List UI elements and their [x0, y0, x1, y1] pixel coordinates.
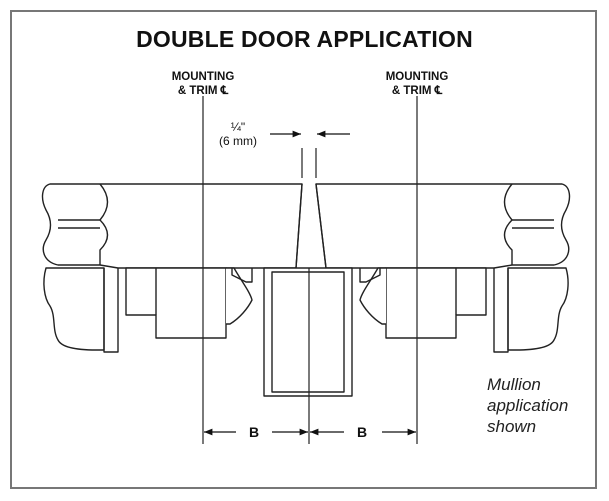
right-latch-wedge [359, 267, 386, 325]
diagram-title: DOUBLE DOOR APPLICATION [136, 26, 473, 52]
gap-metric: (6 mm) [219, 134, 257, 148]
left-latch-wedge [226, 267, 253, 325]
dim-b-right-label: B [357, 424, 368, 440]
right-centerline-label-line2: & TRIM ℄ [391, 85, 443, 97]
mullion-note-line3: shown [487, 417, 537, 436]
right-door-edge-detail [503, 183, 513, 265]
dim-b-left-label: B [249, 424, 260, 440]
right-trim [385, 267, 487, 339]
left-centerline-label-line2: & TRIM ℄ [177, 85, 229, 97]
left-centerline-label-line1: MOUNTING [171, 71, 235, 83]
right-lever [507, 267, 569, 351]
gap-dimension-label: ¼" (6 mm) [208, 120, 268, 148]
mullion-outer [263, 267, 353, 397]
left-centerline-label: MOUNTING & TRIM ℄ [148, 70, 258, 98]
mullion-inner [271, 271, 345, 393]
right-centerline-label: MOUNTING & TRIM ℄ [362, 70, 472, 98]
left-trim [125, 267, 227, 339]
mullion-note: Mullion application shown [487, 374, 568, 437]
right-door-leaf [315, 183, 571, 269]
mullion-note-line2: application [487, 396, 569, 415]
left-door-leaf [41, 183, 303, 269]
mullion-note-line1: Mullion [487, 375, 541, 394]
gap-fraction: ¼" [230, 120, 246, 134]
left-door-edge-detail [99, 183, 109, 265]
left-lever [43, 267, 105, 351]
right-centerline-label-line1: MOUNTING [385, 71, 449, 83]
